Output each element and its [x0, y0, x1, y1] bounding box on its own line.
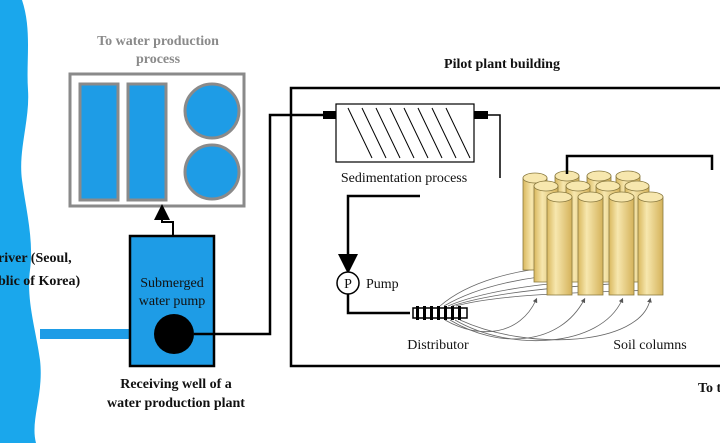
distribution-tubes: [439, 265, 653, 342]
pump-symbol: P: [344, 277, 352, 292]
river-label-line1: river (Seoul,: [0, 251, 72, 266]
river-label-line2: blic of Korea): [0, 274, 81, 289]
sedimentation-inlet: [323, 111, 337, 119]
pump-label: Pump: [366, 277, 399, 292]
submerged-pump-label-1: Submerged: [140, 276, 204, 291]
distributor-ports: [416, 306, 461, 320]
pipe-sedimentation-to-pump: [338, 194, 420, 274]
soil-column: [577, 191, 604, 296]
submerged-pump: [154, 314, 194, 354]
sedimentation-overflow-pipe: [488, 114, 501, 178]
pilot-building-label: Pilot plant building: [444, 57, 560, 72]
intake-pipe: [40, 329, 132, 339]
sedimentation-tank: [335, 103, 475, 163]
production-tank-2: [126, 82, 168, 202]
sedimentation-outlet: [474, 111, 488, 119]
submerged-pump-label-2: water pump: [139, 294, 205, 309]
receiving-well-label-2: water production plant: [107, 396, 245, 411]
to-water-production-label-2: process: [136, 52, 181, 67]
soil-column: [546, 191, 573, 296]
pipe-pump-to-distributor: [346, 294, 410, 315]
to-water-production-label-1: To water production: [97, 34, 219, 49]
arrow-to-production: [154, 204, 174, 236]
soil-columns-label: Soil columns: [613, 338, 687, 353]
to-right-label-cut: To t: [698, 381, 720, 396]
sedimentation-label: Sedimentation process: [341, 171, 467, 186]
production-tank-1: [78, 82, 120, 202]
soil-columns: [522, 170, 664, 296]
receiving-well-label-1: Receiving well of a: [120, 377, 232, 392]
pilot-building-outline: [289, 86, 720, 368]
sedimentation-plates: [347, 107, 471, 159]
pipe-pump-to-sedimentation: [194, 113, 325, 336]
pipe-columns-outlet: [565, 154, 714, 174]
soil-column: [637, 191, 664, 296]
production-tank-4: [183, 143, 241, 201]
production-tank-3: [183, 82, 241, 140]
distributor-label: Distributor: [407, 338, 469, 353]
river-shape: [0, 0, 41, 443]
soil-column: [608, 191, 635, 296]
